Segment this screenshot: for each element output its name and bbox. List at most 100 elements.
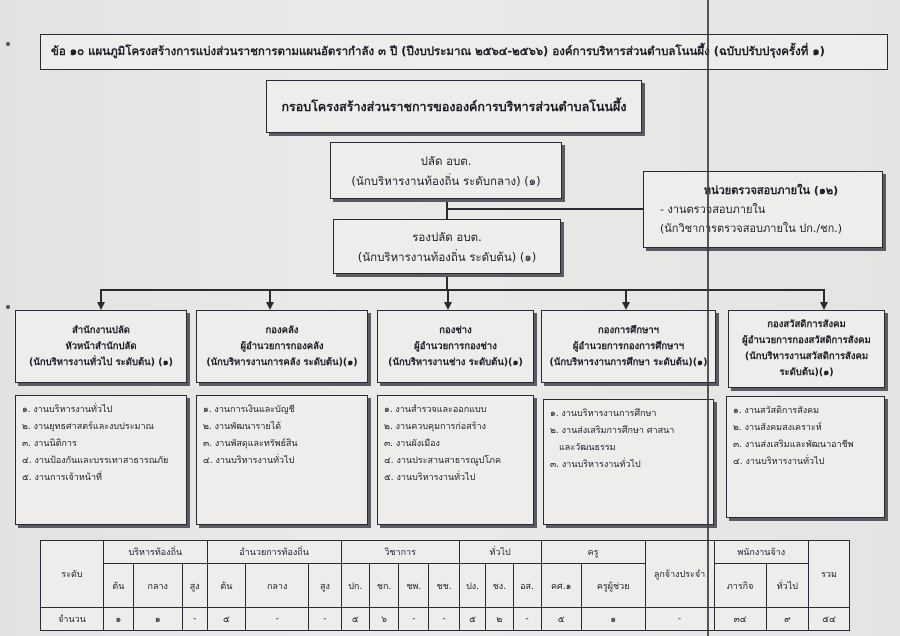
task-item: ๕. งานบริหารงานทั่วไป (384, 473, 476, 483)
sub-header: ต้น (103, 563, 134, 608)
dept-position: (นักบริหารงานทั่วไป ระดับต้น) (๑) (28, 356, 174, 368)
count-cell: ๓๔ (713, 607, 767, 631)
count-cell: - (512, 607, 542, 631)
dept-office-box: สำนักงานปลัด หัวหน้าสำนักปลัด (นักบริหาร… (15, 310, 187, 383)
task-item: ๒. งานยุทธศาสตร์และงบประมาณ (22, 422, 154, 432)
punch-mark (6, 305, 10, 309)
dept-social-welfare-box: กองสวัสดิการสังคม ผู้อำนวยการกองสวัสดิกา… (728, 310, 885, 388)
internal-audit-box: หน่วยตรวจสอบภายใน (๑๒) - งานตรวจสอบภายใน… (643, 171, 883, 248)
sub-header: ต้น (206, 563, 247, 608)
audit-task: - งานตรวจสอบภายใน (660, 203, 766, 216)
task-item: ๔. งานป้องกันและบรรเทาสาธารณภัย (22, 456, 169, 466)
task-item: ๕. งานการเจ้าหน้าที่ (22, 473, 102, 483)
task-item: ๓. งานส่งเสริมและพัฒนาอาชีพ (733, 440, 854, 450)
document-title: ข้อ ๑๐ แผนภูมิโครงสร้างการแบ่งส่วนราชการ… (40, 34, 888, 70)
task-item: ๒. งานสังคมสงเคราะห์ (733, 423, 822, 433)
sub-header: อส. (512, 563, 542, 608)
dept-finance-box: กองคลัง ผู้อำนวยการกองคลัง (นักบริหารงาน… (196, 310, 368, 383)
sub-header: คศ.๑ (540, 563, 582, 608)
sub-header: กลาง (245, 563, 310, 608)
count-cell: ๖ (368, 607, 400, 631)
dept-position: (นักบริหารงานสวัสดิการสังคม (744, 351, 869, 362)
task-item: ๒. งานพัฒนารายได้ (203, 422, 282, 432)
arrow-dept-2 (266, 302, 274, 310)
dept-education-box: กองการศึกษาฯ ผู้อำนวยการกองการศึกษาฯ (นั… (541, 310, 716, 383)
count-cell: - (398, 607, 430, 631)
count-cell: ๕ (206, 607, 247, 631)
dept-office-tasks: ๑. งานบริหารงานทั่วไป ๒. งานยุทธศาสตร์แล… (15, 395, 187, 525)
dept-social-welfare-tasks: ๑. งานสวัสดิการสังคม ๒. งานสังคมสงเคราะห… (726, 396, 885, 518)
header-contract-employee: พนักงานจ้าง (713, 540, 810, 564)
dept-head: หัวหน้าสำนักปลัด (65, 340, 137, 352)
connector-dept-3 (447, 289, 449, 303)
dept-head: ผู้อำนวยการกองคลัง (240, 340, 324, 352)
sub-header: ชก. (368, 563, 400, 608)
sub-header: ปก. (340, 563, 370, 608)
sub-header: สูง (181, 563, 208, 608)
task-item: ๑. งานสวัสดิการสังคม (733, 406, 820, 416)
connector-dept-2 (269, 289, 271, 303)
task-item: ๒. งานควบคุมการก่อสร้าง (384, 422, 486, 432)
punch-mark (6, 42, 10, 46)
level-header: ระดับ (40, 540, 104, 608)
task-item: ๔. งานบริหารงานทั่วไป (733, 457, 825, 467)
sub-header: ครูผู้ช่วย (580, 563, 646, 608)
task-item: ๑. งานสำรวจและออกแบบ (384, 405, 487, 415)
palat-title: ปลัด อบต. (420, 153, 472, 168)
count-cell: - (308, 607, 342, 631)
dept-position: (นักบริหารงานช่าง ระดับต้น)(๑) (388, 356, 523, 368)
header-permanent-employee: ลูกจ้างประจำ (644, 540, 715, 608)
connector-dept-5 (823, 289, 825, 303)
header-local-admin: บริหารท้องถิ่น (103, 540, 208, 564)
arrow-dept-4 (622, 302, 630, 310)
sub-header: ชช. (428, 563, 460, 608)
arrow-dept-1 (97, 302, 105, 310)
arrow-dept-5 (820, 302, 828, 310)
task-item: ๓. งานผังเมือง (384, 439, 440, 449)
count-cell: - (644, 607, 715, 631)
dept-name: กองคลัง (265, 324, 299, 336)
connector-horizontal (100, 289, 824, 291)
photo-crease-line (707, 0, 709, 636)
dept-position-cont: ระดับต้น)(๑) (779, 367, 834, 378)
structure-heading: กรอบโครงสร้างส่วนราชการขององค์การบริหารส… (266, 80, 642, 133)
task-item: ๓. งานพัสดุและทรัพย์สิน (203, 439, 298, 449)
sub-header: ทั่วไป (765, 563, 810, 608)
task-item: ๔. งานประสานสาธารณูปโภค (384, 456, 501, 466)
dept-education-tasks: ๑. งานบริหารงานการศึกษา ๒. งานส่งเสริมกา… (543, 399, 714, 525)
count-cell: - (245, 607, 310, 631)
rongpalat-title: รองปลัด อบต. (412, 229, 482, 244)
palat-position: (นักบริหารงานท้องถิ่น ระดับกลาง) (๑) (351, 173, 541, 188)
count-cell: ๙ (765, 607, 810, 631)
count-cell: ๑ (132, 607, 183, 631)
dept-name: กองช่าง (439, 324, 472, 336)
count-cell: ๕ (340, 607, 370, 631)
sub-header: สูง (308, 563, 342, 608)
dept-position: (นักบริหารงานการศึกษา ระดับต้น)(๑) (549, 356, 708, 368)
dept-name: สำนักงานปลัด (72, 324, 130, 336)
sub-header: กลาง (132, 563, 183, 608)
dept-name: กองการศึกษาฯ (598, 324, 659, 336)
audit-position: (นักวิชาการตรวจสอบภายใน ปก./ชก.) (660, 222, 843, 235)
palat-box: ปลัด อบต. (นักบริหารงานท้องถิ่น ระดับกลา… (330, 142, 562, 199)
sub-header: ปง. (458, 563, 487, 608)
count-cell: - (428, 607, 460, 631)
rongpalat-box: รองปลัด อบต. (นักบริหารงานท้องถิ่น ระดับ… (333, 219, 561, 274)
task-item: ๑. งานบริหารงานการศึกษา (550, 409, 657, 419)
header-teacher: ครู (540, 540, 646, 564)
dept-head: ผู้อำนวยการกองช่าง (414, 340, 497, 352)
task-item: ๓. งานบริหารงานทั่วไป (550, 460, 641, 470)
header-local-director: อำนวยการท้องถิ่น (206, 540, 342, 564)
rongpalat-position: (นักบริหารงานท้องถิ่น ระดับต้น) (๑) (357, 249, 537, 264)
count-cell: ๑ (580, 607, 646, 631)
dept-finance-tasks: ๑. งานการเงินและบัญชี ๒. งานพัฒนารายได้ … (196, 395, 368, 525)
dept-head: ผู้อำนวยการกองการศึกษาฯ (572, 340, 685, 352)
staff-summary-table: ระดับ บริหารท้องถิ่น อำนวยการท้องถิ่น วิ… (40, 540, 850, 631)
count-cell: ๕ (458, 607, 487, 631)
dept-engineering-tasks: ๑. งานสำรวจและออกแบบ ๒. งานควบคุมการก่อส… (377, 395, 534, 525)
row-label: จำนวน (40, 607, 104, 631)
connector-audit (447, 208, 643, 210)
header-general: ทั่วไป (458, 540, 542, 564)
header-total: รวม (808, 540, 850, 608)
